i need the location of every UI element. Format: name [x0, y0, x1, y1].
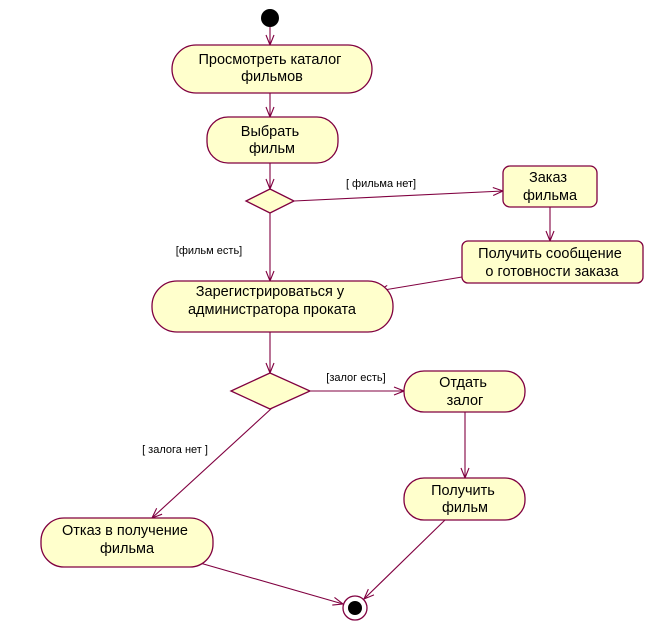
final-node: [342, 595, 368, 621]
guard-no-film: [ фильма нет]: [346, 178, 416, 190]
edge-refusal-to-final: [199, 562, 343, 604]
guard-no-deposit: [ залога нет ]: [142, 444, 208, 456]
decision-deposit: [229, 372, 312, 410]
activity-refusal: Отказ в получение фильма: [40, 517, 214, 568]
activity-label: Заказ фильма: [523, 170, 578, 204]
activity-label: Получить фильм: [431, 483, 499, 516]
activity-label: Зарегистрироваться у администратора прок…: [188, 284, 357, 318]
activity-label: Отдать залог: [439, 375, 491, 409]
activity-label: Отказ в получение фильма: [62, 523, 192, 557]
activity-browse-catalog: Просмотреть каталог фильмов: [171, 44, 373, 94]
guard-film-available: [фильм есть]: [176, 245, 242, 257]
activity-receive-film: Получить фильм: [403, 477, 526, 521]
edge-order-ready-message-to-register: [378, 276, 463, 291]
activity-label: Выбрать фильм: [241, 124, 303, 157]
guard-deposit-given: [залог есть]: [326, 372, 385, 384]
edge-decision-deposit-to-refusal: [152, 407, 273, 518]
activity-select-film: Выбрать фильм: [206, 116, 339, 164]
activity-register: Зарегистрироваться у администратора прок…: [151, 280, 394, 333]
activity-order-ready-message: Получить сообщение о готовности заказа: [461, 240, 644, 284]
activity-pay-deposit: Отдать залог: [403, 370, 526, 413]
activity-label: Получить сообщение о готовности заказа: [478, 246, 626, 280]
activity-order-film: Заказ фильма: [502, 165, 598, 208]
decision-film-available: [244, 188, 296, 214]
initial-node: [261, 9, 279, 27]
edge-receive-film-to-final: [364, 519, 446, 599]
edge-decision-film-to-order-film: [293, 191, 503, 202]
activity-label: Просмотреть каталог фильмов: [199, 52, 346, 85]
